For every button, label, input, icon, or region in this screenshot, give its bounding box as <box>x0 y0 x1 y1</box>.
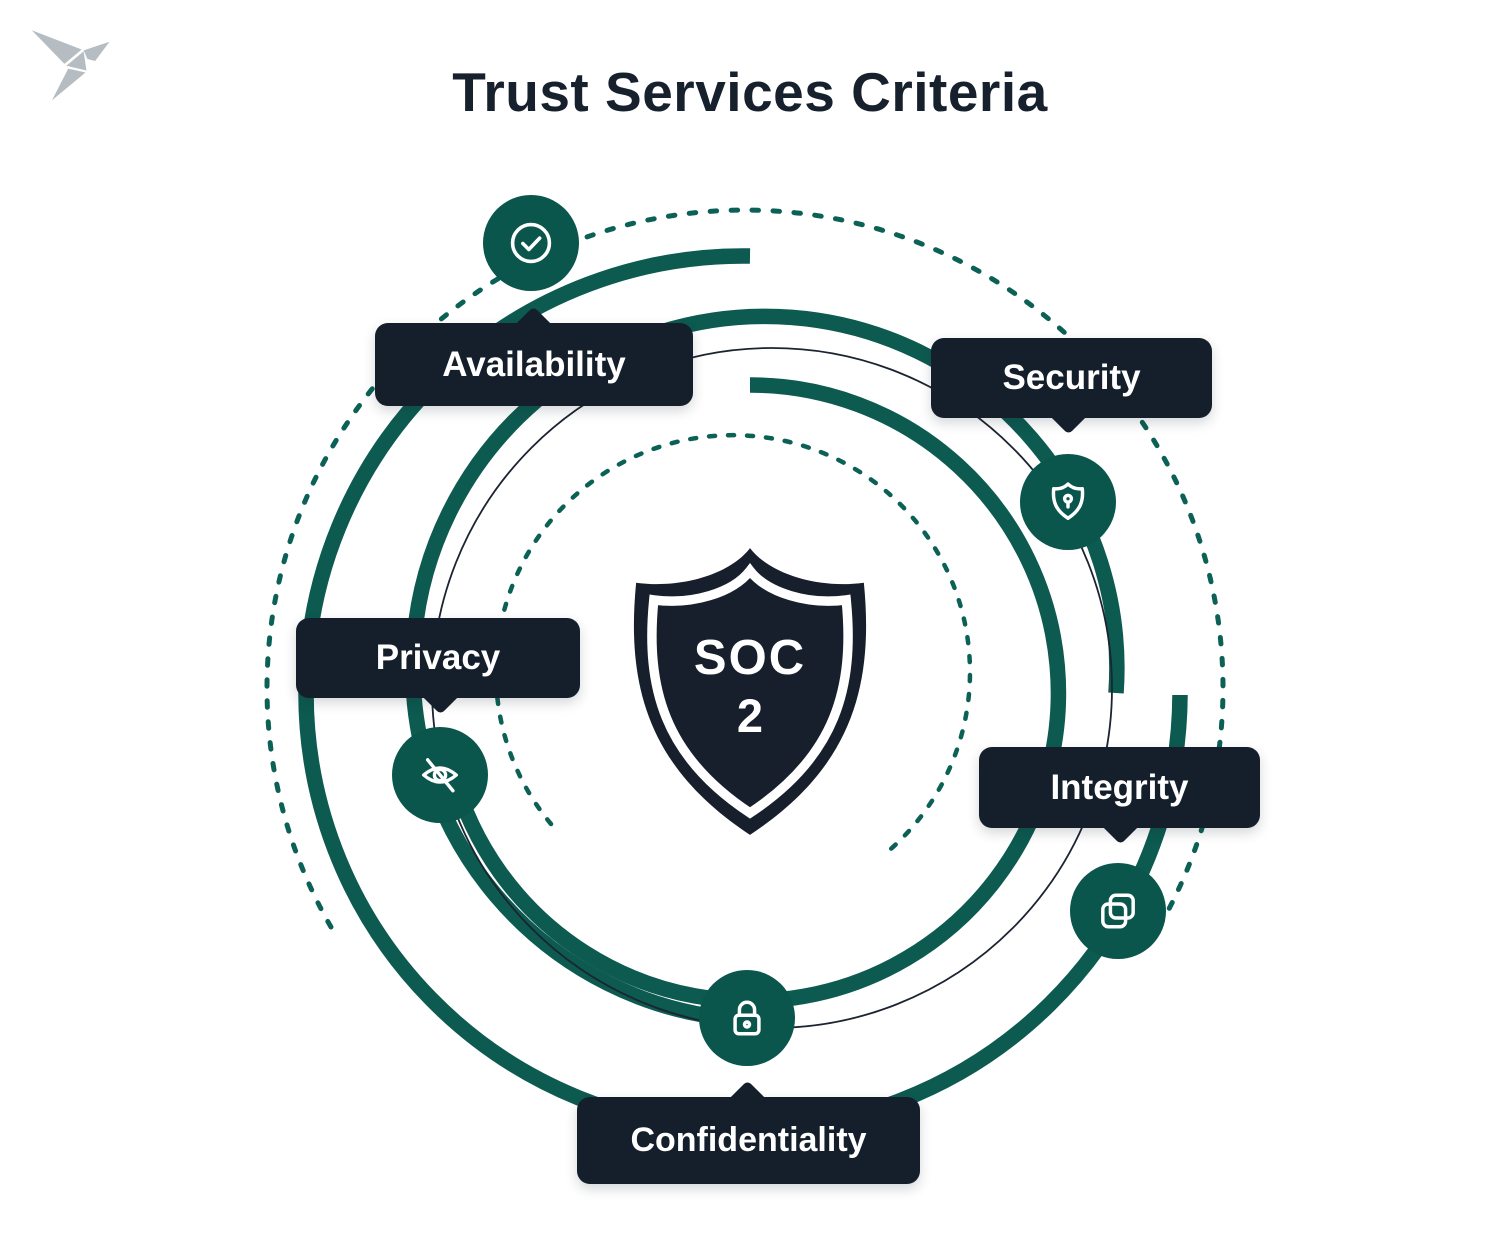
eye-off-icon <box>392 727 488 823</box>
shield-keyhole-icon <box>1020 454 1116 550</box>
availability-badge: Availability <box>375 306 693 406</box>
logo-body <box>66 51 87 71</box>
security-badge: Security <box>931 338 1212 435</box>
logo-head <box>83 41 110 61</box>
copy-squares-icon <box>1070 863 1166 959</box>
logo-wing <box>31 30 82 64</box>
solid-ring-inner <box>445 377 1067 1009</box>
privacy-badge: Privacy <box>296 618 580 715</box>
outer-dotted-ring <box>264 207 1226 930</box>
privacy-label: Privacy <box>375 638 501 677</box>
page-title: Trust Services Criteria <box>452 61 1048 123</box>
origami-bird-logo <box>31 30 110 101</box>
soc-text: SOC <box>693 631 807 686</box>
soc-number: 2 <box>736 689 764 743</box>
check-circle-icon <box>483 195 579 291</box>
padlock-icon <box>699 970 795 1066</box>
logo-tail <box>51 68 86 101</box>
shield-icon <box>633 548 867 835</box>
confidentiality-label: Confidentiality <box>630 1121 867 1159</box>
availability-label: Availability <box>442 344 626 384</box>
soc2-label: SOC 2 <box>615 534 885 840</box>
confidentiality-badge: Confidentiality <box>577 1080 920 1184</box>
integrity-label: Integrity <box>1050 767 1189 807</box>
integrity-badge: Integrity <box>979 747 1260 845</box>
soc2-shield: SOC 2 <box>615 538 885 844</box>
security-label: Security <box>1002 358 1141 397</box>
